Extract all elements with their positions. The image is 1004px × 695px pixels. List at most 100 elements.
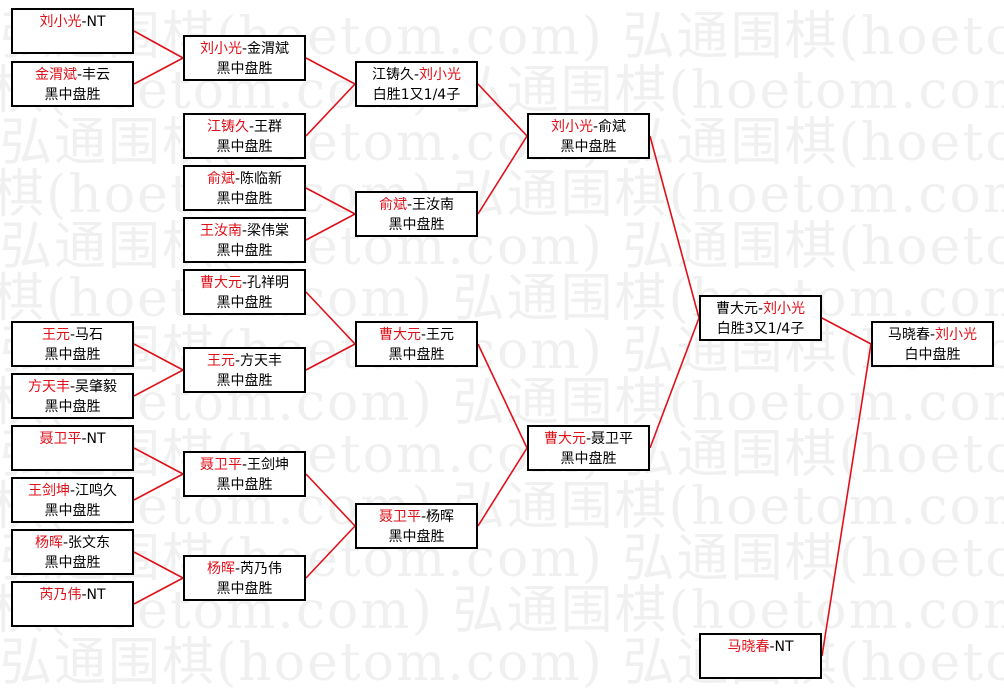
player-one: 杨晖 (34, 535, 63, 551)
match-box-r4-1: 刘小光-俞斌黑中盘胜 (527, 113, 650, 159)
match-box-r2-3: 聂卫平-王剑坤黑中盘胜 (183, 451, 306, 497)
match-players: 刘小光-NT (13, 12, 132, 32)
vs-separator: - (241, 275, 248, 291)
vs-separator: - (769, 639, 775, 655)
player-one: 王汝南 (199, 223, 242, 239)
match-box-r1-1: 刘小光-NT (11, 8, 134, 54)
player-two: 方天丰 (240, 353, 283, 369)
match-result: 黑中盘胜 (560, 139, 617, 155)
match-players: 俞斌-陈临新 (185, 169, 304, 189)
connector-line (133, 551, 184, 579)
vs-separator: - (234, 171, 241, 187)
match-players: 江铸久-王群 (185, 117, 304, 137)
player-two: 吴肇毅 (75, 379, 118, 395)
vs-separator: - (69, 327, 76, 343)
match-result: 黑中盘胜 (560, 451, 617, 467)
player-two: 刘小光 (763, 301, 806, 317)
player-two: NT (86, 431, 106, 447)
connector-line (133, 473, 184, 501)
match-result: 黑中盘胜 (216, 61, 273, 77)
player-two: 马石 (75, 327, 104, 343)
player-two: 陈临新 (240, 171, 283, 187)
player-one: 曹大元 (715, 301, 758, 317)
match-result: 黑中盘胜 (44, 555, 101, 571)
vs-separator: - (81, 14, 87, 30)
match-result: 黑中盘胜 (44, 503, 101, 519)
player-one: 曹大元 (199, 275, 242, 291)
player-two: 王汝南 (412, 197, 455, 213)
match-result: 黑中盘胜 (216, 243, 273, 259)
match-box-r1-2: 金渭斌-丰云黑中盘胜 (11, 61, 134, 107)
connector-line (133, 343, 184, 371)
connector-line (305, 213, 356, 241)
match-players: 杨晖-张文东 (13, 533, 132, 553)
match-box-r1-5: 王汝南-梁伟棠黑中盘胜 (183, 217, 306, 263)
match-box-r2-2: 王元-方天丰黑中盘胜 (183, 347, 306, 393)
player-one: 江铸久 (371, 67, 414, 83)
match-result: 黑中盘胜 (216, 139, 273, 155)
vs-separator: - (81, 587, 87, 603)
vs-separator: - (234, 353, 241, 369)
connector-line (133, 577, 184, 605)
connector-line (305, 473, 356, 527)
connector-line (477, 83, 528, 137)
player-one: 曹大元 (378, 327, 421, 343)
match-box-r1-8: 方天丰-吴肇毅黑中盘胜 (11, 373, 134, 419)
player-one: 聂卫平 (39, 431, 82, 447)
player-one: 马晓春 (887, 327, 930, 343)
player-one: 江铸久 (206, 119, 249, 135)
connector-line (133, 447, 184, 475)
match-result: 黑中盘胜 (388, 347, 445, 363)
match-players: 聂卫平-王剑坤 (185, 455, 304, 475)
vs-separator: - (420, 327, 427, 343)
connector-line (477, 135, 528, 215)
vs-separator: - (234, 561, 241, 577)
match-box-r1-7: 王元-马石黑中盘胜 (11, 321, 134, 367)
connector-line (649, 135, 700, 319)
player-two: 芮乃伟 (240, 561, 283, 577)
player-one: 王剑坤 (27, 483, 70, 499)
player-one: 俞斌 (206, 171, 235, 187)
match-box-r1-3: 江铸久-王群黑中盘胜 (183, 113, 306, 159)
match-box-r2-4: 杨晖-芮乃伟黑中盘胜 (183, 555, 306, 601)
player-two: 杨晖 (426, 509, 455, 525)
player-two: 梁伟棠 (247, 223, 290, 239)
match-result: 黑中盘胜 (216, 191, 273, 207)
vs-separator: - (81, 431, 87, 447)
player-two: 刘小光 (935, 327, 978, 343)
vs-separator: - (248, 119, 255, 135)
match-result: 黑中盘胜 (216, 581, 273, 597)
vs-separator: - (757, 301, 764, 317)
player-one: 王元 (206, 353, 235, 369)
match-result: 黑中盘胜 (388, 217, 445, 233)
match-box-r2-1: 刘小光-金渭斌黑中盘胜 (183, 35, 306, 81)
match-box-r1-9: 聂卫平-NT (11, 425, 134, 471)
player-two: 王群 (254, 119, 283, 135)
match-players: 聂卫平-杨晖 (357, 507, 476, 527)
match-players: 刘小光-俞斌 (529, 117, 648, 137)
player-two: NT (86, 587, 106, 603)
connector-line (821, 343, 872, 657)
match-box-r1-10: 王剑坤-江鸣久黑中盘胜 (11, 477, 134, 523)
match-players: 金渭斌-丰云 (13, 65, 132, 85)
match-box-r3-1: 江铸久-刘小光白胜1又1/4子 (355, 61, 478, 107)
match-players: 方天丰-吴肇毅 (13, 377, 132, 397)
match-box-r3-2: 俞斌-王汝南黑中盘胜 (355, 191, 478, 237)
match-players: 马晓春-刘小光 (873, 325, 992, 345)
match-players: 曹大元-聂卫平 (529, 429, 648, 449)
match-players: 曹大元-刘小光 (701, 299, 820, 319)
player-two: NT (86, 14, 106, 30)
player-two: 金渭斌 (247, 41, 290, 57)
match-result: 黑中盘胜 (44, 347, 101, 363)
match-players: 马晓春-NT (701, 637, 820, 657)
match-result: 黑中盘胜 (216, 295, 273, 311)
player-two: 张文东 (68, 535, 111, 551)
vs-separator: - (241, 223, 248, 239)
vs-separator: - (929, 327, 936, 343)
player-one: 芮乃伟 (39, 587, 82, 603)
vs-separator: - (413, 67, 420, 83)
player-one: 刘小光 (199, 41, 242, 57)
vs-separator: - (76, 67, 83, 83)
match-result: 黑中盘胜 (44, 399, 101, 415)
